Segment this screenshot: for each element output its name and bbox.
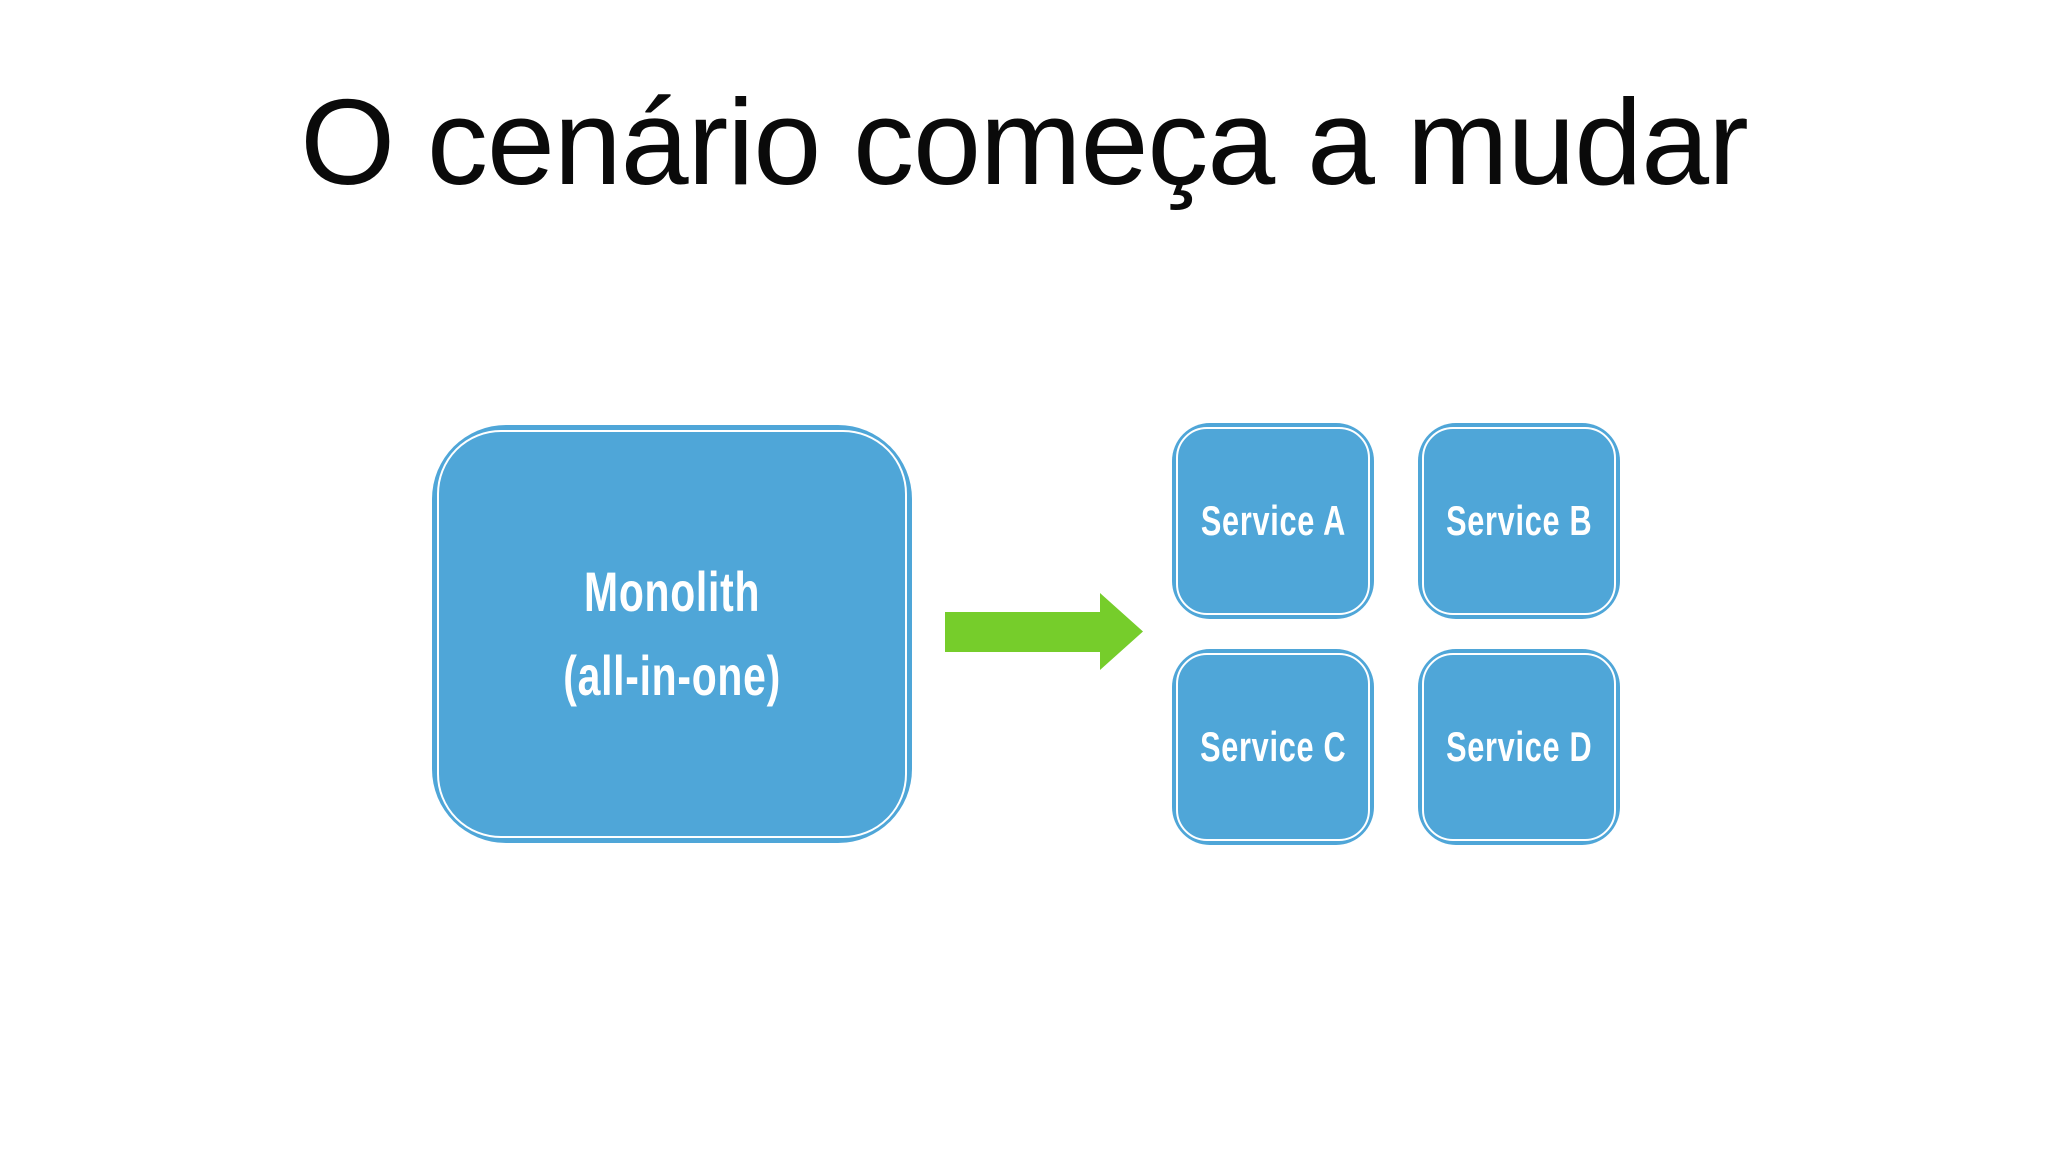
service-d-label: Service D	[1445, 722, 1593, 770]
monolith-box: Monolith (all-in-one)	[432, 425, 912, 843]
service-c-box: Service C	[1172, 649, 1374, 845]
monolith-label-line1: Monolith	[583, 560, 761, 623]
monolith-label: Monolith (all-in-one)	[563, 550, 781, 718]
slide-title: O cenário começa a mudar	[300, 74, 1748, 210]
service-b-box: Service B	[1418, 423, 1620, 619]
service-a-box: Service A	[1172, 423, 1374, 619]
arrow-right-icon	[945, 593, 1143, 670]
service-c-label: Service C	[1199, 722, 1347, 770]
service-b-label: Service B	[1445, 496, 1593, 544]
service-d-box: Service D	[1418, 649, 1620, 845]
monolith-label-line2: (all-in-one)	[563, 644, 781, 707]
service-a-label: Service A	[1200, 496, 1346, 544]
